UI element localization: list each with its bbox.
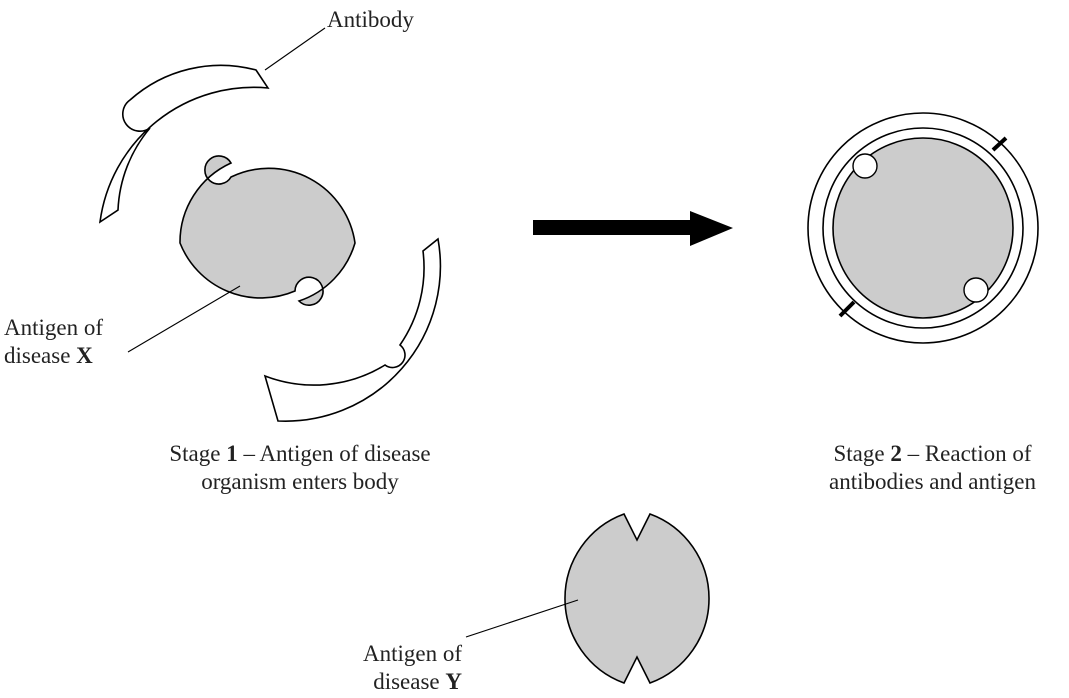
stage-1-rest: – Antigen of disease <box>243 441 430 466</box>
antigen-x-letter: X <box>76 343 93 368</box>
antigen-y-label: Antigen of disease Y <box>350 640 462 696</box>
stage-2-number: 2 <box>890 441 902 466</box>
stage-1-prefix: Stage <box>169 441 220 466</box>
antibody-label: Antibody <box>327 6 414 34</box>
antigen-y-label-line1: Antigen of <box>350 640 462 668</box>
stage-2-caption: Stage 2 – Reaction of antibodies and ant… <box>800 440 1065 496</box>
stage-1-caption: Stage 1 – Antigen of disease organism en… <box>130 440 470 496</box>
antigen-x-label-line2: disease X <box>4 342 103 370</box>
arrow-shaft <box>533 220 693 235</box>
stage-2-caption-line2: antibodies and antigen <box>800 468 1065 496</box>
reaction-arrow <box>533 211 733 246</box>
stage-1-caption-line1: Stage 1 – Antigen of disease <box>130 440 470 468</box>
antigen-y <box>565 514 709 683</box>
antigen-y-letter: Y <box>445 669 462 694</box>
stage-2-caption-line1: Stage 2 – Reaction of <box>800 440 1065 468</box>
antigen-x-label-line1: Antigen of <box>4 314 103 342</box>
antibody-leader <box>265 28 325 70</box>
antigen-x-leader <box>128 286 240 352</box>
stage-1-number: 1 <box>226 441 238 466</box>
arrow-head <box>690 211 733 246</box>
antigen-x <box>180 156 355 305</box>
bound-complex <box>808 113 1038 343</box>
binding-site-top <box>853 154 877 178</box>
antigen-y-leader <box>466 600 578 637</box>
stage-2-rest: – Reaction of <box>908 441 1032 466</box>
stage-1-caption-line2: organism enters body <box>130 468 470 496</box>
antigen-y-label-line2: disease Y <box>350 668 462 696</box>
antigen-x-label-text: disease <box>4 343 70 368</box>
antigen-y-label-text: disease <box>373 669 439 694</box>
binding-site-bottom <box>964 278 988 302</box>
antigen-x-label: Antigen of disease X <box>4 314 103 370</box>
stage-2-prefix: Stage <box>833 441 884 466</box>
